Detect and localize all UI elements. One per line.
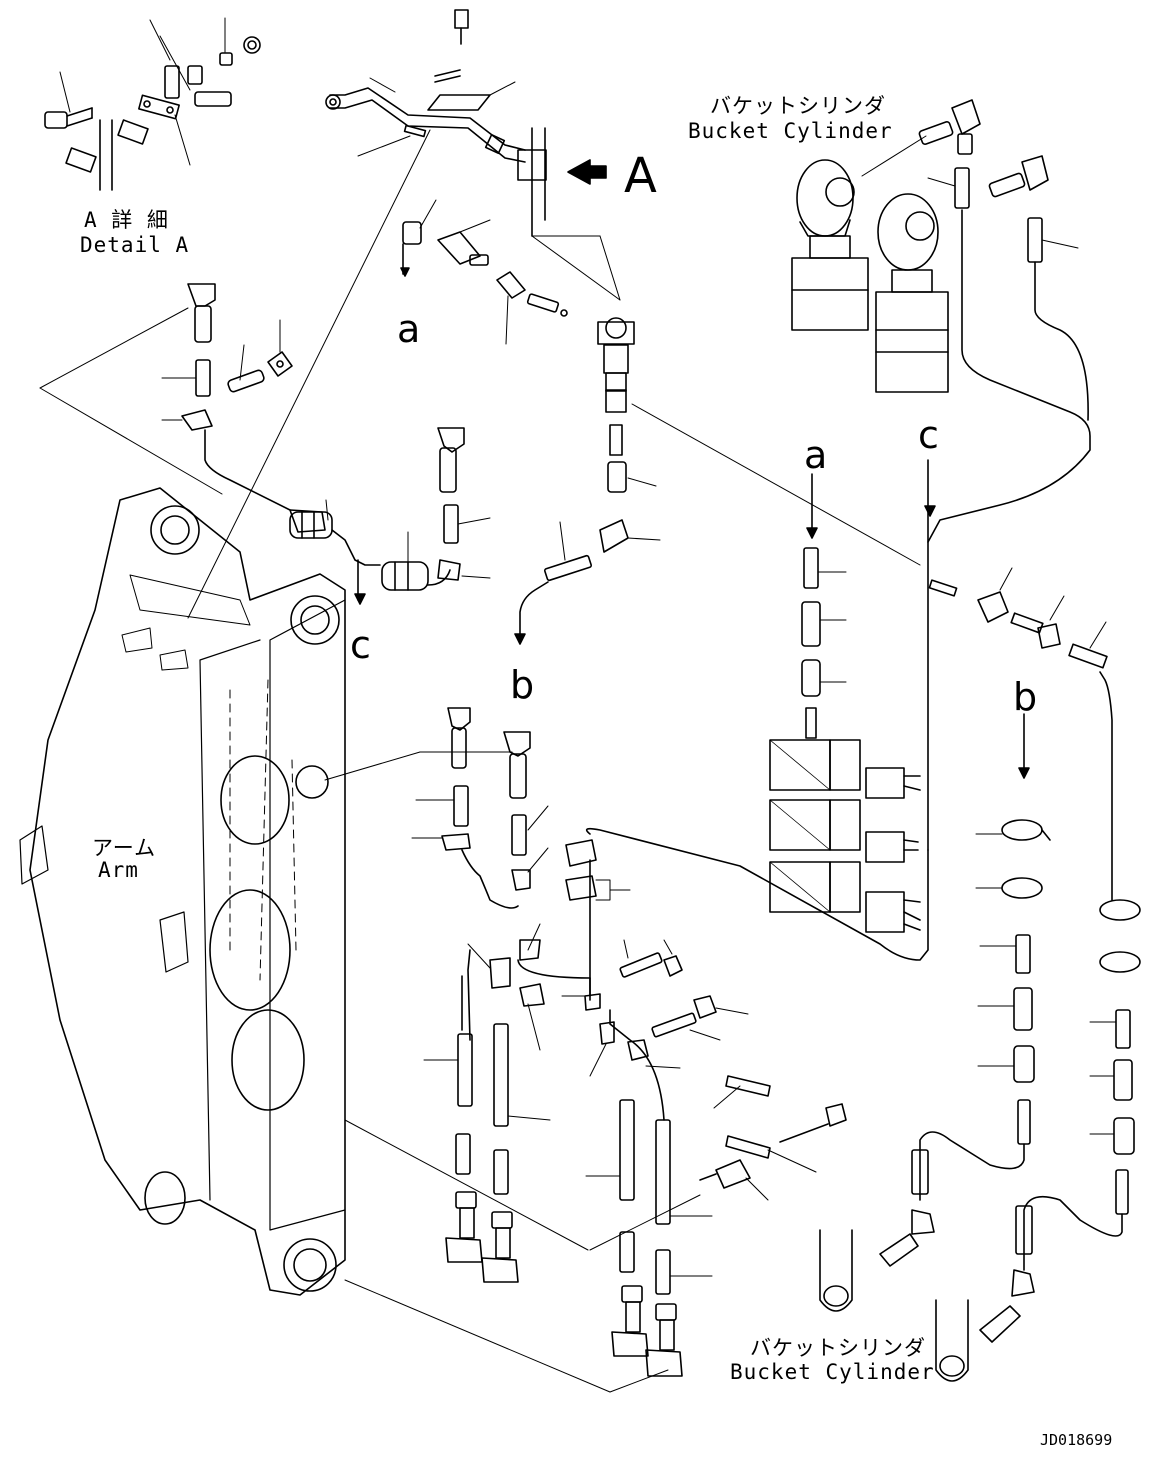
right-fittings-group: [819, 567, 1141, 1382]
callout-b-right: b: [1013, 675, 1038, 719]
detail-a-group: [44, 17, 261, 191]
bucket-cylinder-bottom-label-en: Bucket Cylinder: [730, 1360, 935, 1384]
arm-label-en: Arm: [98, 858, 139, 882]
bucket-cylinder-top: [791, 99, 1091, 851]
arm-label-jp: アーム: [92, 836, 157, 860]
detail-a-title-jp: A 詳 細: [84, 208, 169, 232]
hose-b-center: [514, 521, 593, 645]
check-valve-2: [481, 1211, 519, 1283]
lower-hoses-group: [411, 707, 847, 1377]
check-valve-4: [645, 1303, 683, 1377]
callout-a-right: a: [804, 433, 828, 477]
bucket-cylinder-bottom-label-jp: バケットシリンダ: [750, 1336, 926, 1360]
valve-bank: [585, 739, 929, 961]
callout-c-right: c: [918, 413, 939, 457]
callout-a-left: a: [397, 307, 421, 351]
fittings-center-top: [400, 199, 921, 566]
callout-c-left: c: [350, 623, 371, 667]
top-pipe-group: [325, 9, 621, 301]
fittings-column-a: [801, 473, 847, 739]
view-marker-a: A: [624, 148, 657, 204]
drawing-number: JD018699: [1040, 1431, 1113, 1449]
detail-a-title-en: Detail A: [80, 233, 190, 257]
left-upper-hose: [39, 129, 491, 619]
check-valve-3: [611, 1285, 649, 1357]
arm-body: [19, 487, 701, 1393]
bucket-cylinder-top-label-jp: バケットシリンダ: [710, 94, 886, 118]
check-valve-1: [445, 1191, 483, 1263]
callout-b-center: b: [510, 663, 535, 707]
bucket-cylinder-top-label-en: Bucket Cylinder: [688, 119, 893, 143]
